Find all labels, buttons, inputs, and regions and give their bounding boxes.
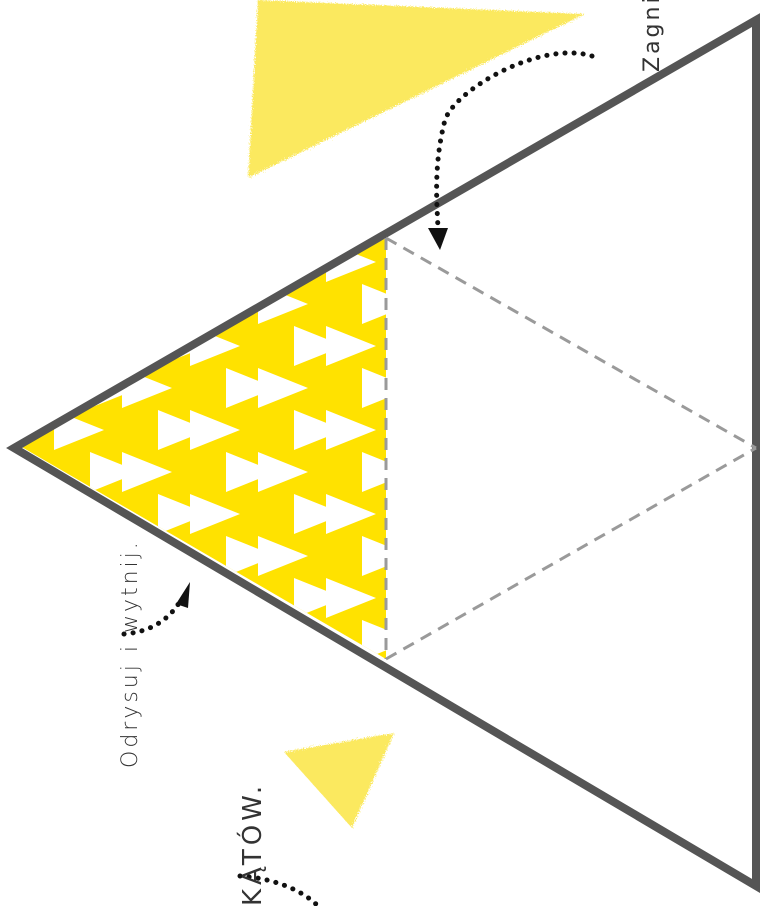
pattern-triangle <box>90 116 140 156</box>
pattern-triangle <box>362 620 386 659</box>
title-fragment: KĄTÓW. <box>238 781 268 906</box>
pattern-triangle <box>294 662 344 702</box>
pattern-triangle <box>122 872 172 906</box>
pattern-triangle <box>258 704 308 744</box>
pattern-triangle <box>326 578 376 618</box>
pattern-triangle <box>430 326 480 366</box>
fold-lines <box>384 236 757 661</box>
cut-instruction-label: Odrysuj i wytnij. <box>118 539 143 768</box>
pattern-triangle <box>158 746 208 786</box>
pattern-triangle <box>226 368 276 408</box>
pattern-triangle <box>394 872 444 906</box>
pattern-triangle <box>294 326 344 366</box>
pattern-triangle <box>54 158 104 198</box>
pattern-triangle <box>430 830 480 870</box>
pattern-triangle <box>226 452 276 492</box>
dotted-arrow-icon <box>121 582 190 637</box>
cutout-outline <box>6 13 760 894</box>
pattern-triangle <box>326 410 376 450</box>
pattern-triangle <box>258 238 308 240</box>
pattern-triangle <box>430 242 480 282</box>
fold-instruction-label: Zagnij <box>640 0 665 72</box>
pattern-triangle <box>226 704 276 744</box>
pattern-triangle <box>430 746 480 786</box>
pattern-triangle <box>326 326 376 366</box>
pattern-triangle <box>54 830 104 870</box>
pattern-triangle <box>294 158 344 198</box>
pattern-triangle <box>190 662 240 702</box>
pattern-triangle <box>190 494 240 534</box>
pattern-triangle <box>394 620 444 660</box>
pattern-triangle <box>54 578 104 618</box>
pattern-triangle <box>394 704 444 744</box>
pattern-triangle <box>394 368 444 408</box>
pattern-triangle <box>294 410 344 450</box>
pattern-triangle <box>294 830 344 870</box>
pattern-triangle <box>394 788 444 828</box>
pattern-triangle <box>326 662 376 702</box>
pattern-triangle <box>54 326 104 366</box>
pattern-triangle <box>90 284 140 324</box>
pattern-triangle <box>294 578 344 618</box>
pattern-triangle <box>362 788 412 828</box>
pattern-triangle <box>394 536 444 576</box>
pattern-triangle <box>122 452 172 492</box>
pattern-triangle <box>190 410 240 450</box>
pattern-triangle <box>326 830 376 870</box>
painted-triangle-large <box>248 0 585 178</box>
pattern-triangle <box>362 452 386 492</box>
pattern-triangle <box>122 788 172 828</box>
pattern-triangle <box>158 410 208 450</box>
dotted-arrow-icon <box>237 873 321 906</box>
pattern-triangle <box>190 746 240 786</box>
pattern-triangle <box>54 662 104 702</box>
pattern-triangle <box>190 578 240 618</box>
pattern-triangle <box>430 494 480 534</box>
pattern-triangle <box>294 494 344 534</box>
pattern-triangle <box>226 620 276 659</box>
pattern-triangle <box>158 494 208 534</box>
pattern-triangle <box>258 368 308 408</box>
pattern-triangle <box>90 452 140 492</box>
pattern-triangle <box>226 238 276 240</box>
pattern-triangle <box>326 158 376 198</box>
pattern-triangle <box>430 578 480 618</box>
pattern-triangle <box>258 452 308 492</box>
pattern-triangle <box>258 620 308 659</box>
pattern-triangle <box>158 662 208 702</box>
pattern-triangle <box>122 284 172 324</box>
pattern-triangle <box>90 788 140 828</box>
pattern-triangle <box>258 536 308 576</box>
pattern-triangle <box>158 158 208 198</box>
painted-triangle-small <box>284 733 394 828</box>
pattern-triangle <box>158 830 208 870</box>
pattern-triangle <box>326 494 376 534</box>
pattern-triangle <box>190 830 240 870</box>
dotted-arrow-icon <box>428 50 595 250</box>
pattern-triangle <box>190 242 240 282</box>
pattern-triangle <box>362 116 412 156</box>
pattern-triangle <box>158 242 208 282</box>
pattern-triangle <box>54 746 104 786</box>
pattern-triangle <box>362 284 386 324</box>
pattern-triangle <box>226 536 276 576</box>
pattern-triangle <box>54 242 104 282</box>
pattern-triangle <box>90 238 140 240</box>
pattern-triangle <box>362 536 386 576</box>
pattern-triangle <box>394 284 444 324</box>
pattern-triangle <box>394 452 444 492</box>
pattern-triangle <box>430 410 480 450</box>
pattern-triangle <box>122 238 172 240</box>
pattern-triangle <box>362 368 386 408</box>
pattern-triangle <box>190 158 240 198</box>
